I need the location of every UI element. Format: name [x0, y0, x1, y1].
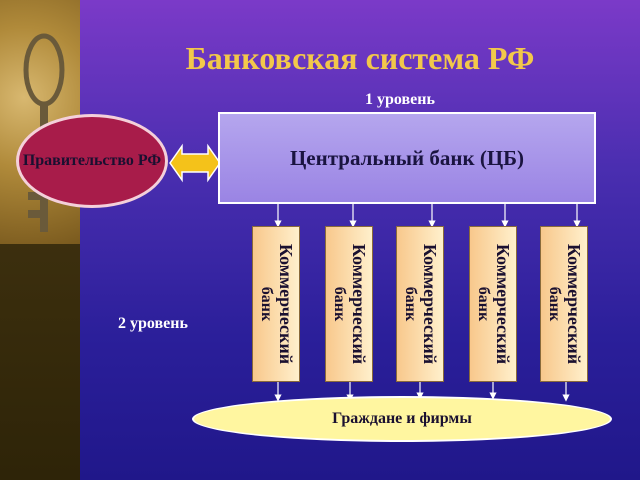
- citizens-label: Граждане и фирмы: [332, 410, 472, 427]
- bank-1-line1: Коммерческий: [276, 243, 296, 365]
- commercial-bank-4: Коммерческий банк: [469, 226, 517, 382]
- bank-3-line1: Коммерческий: [420, 243, 440, 365]
- level-1-label: 1 уровень: [365, 91, 435, 108]
- bank-5-line2: банк: [546, 286, 563, 322]
- citizens-and-firms-node: Граждане и фирмы: [192, 396, 612, 442]
- slide-title: Банковская система РФ: [185, 40, 535, 76]
- bank-4-line1: Коммерческий: [493, 243, 513, 365]
- central-bank-node: Центральный банк (ЦБ): [218, 112, 596, 204]
- double-arrow-icon: [169, 143, 221, 183]
- commercial-bank-2: Коммерческий банк: [325, 226, 373, 382]
- bank-5-line1: Коммерческий: [564, 243, 584, 365]
- government-label: Правительство РФ: [22, 152, 162, 169]
- bank-3-line2: банк: [402, 286, 419, 322]
- government-node: Правительство РФ: [16, 114, 168, 208]
- bank-4-line2: банк: [475, 286, 492, 322]
- commercial-bank-3: Коммерческий банк: [396, 226, 444, 382]
- bank-1-line2: банк: [258, 286, 275, 322]
- level-2-label: 2 уровень: [118, 315, 188, 332]
- commercial-bank-1: Коммерческий банк: [252, 226, 300, 382]
- central-bank-label: Центральный банк (ЦБ): [289, 145, 525, 170]
- bank-2-line1: Коммерческий: [349, 243, 369, 365]
- commercial-bank-5: Коммерческий банк: [540, 226, 588, 382]
- bank-2-line2: банк: [331, 286, 348, 322]
